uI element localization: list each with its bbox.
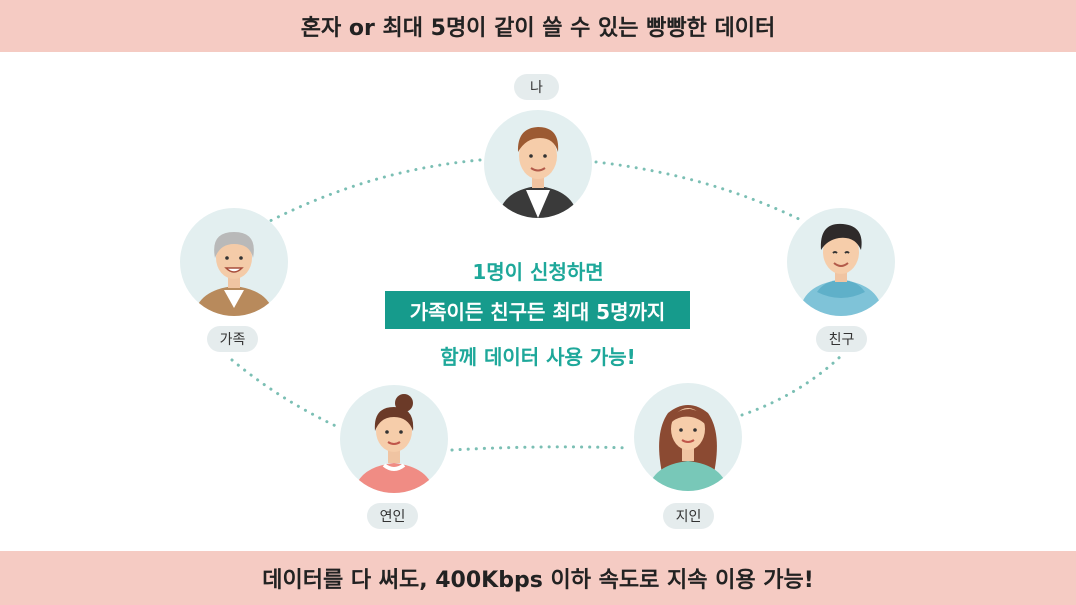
header-title: 혼자 or 최대 5명이 같이 쓸 수 있는 빵빵한 데이터 xyxy=(300,16,776,41)
label-friend: 친구 xyxy=(816,326,867,352)
center-line-1: 1명이 신청하면 xyxy=(472,260,604,284)
center-line-2: 가족이든 친구든 최대 5명까지 xyxy=(409,299,666,324)
connector-acquaintance-friend xyxy=(740,353,844,417)
avatar-partner xyxy=(340,385,448,493)
center-highlight: 가족이든 친구든 최대 5명까지 xyxy=(385,291,690,329)
connector-partner-acquaintance xyxy=(450,445,632,452)
label-me: 나 xyxy=(514,74,559,100)
avatar-family xyxy=(180,208,288,316)
avatar-friend xyxy=(787,208,895,316)
footer-text: 데이터를 다 써도, 400Kbps 이하 속도로 지속 이용 가능! xyxy=(262,568,814,593)
connector-family-partner xyxy=(230,358,342,430)
center-line-3: 함께 데이터 사용 가능! xyxy=(440,345,636,369)
footer-banner: 데이터를 다 써도, 400Kbps 이하 속도로 지속 이용 가능! xyxy=(0,551,1076,605)
label-partner: 연인 xyxy=(367,503,418,529)
avatar-acquaintance xyxy=(634,383,742,491)
connector-me-friend xyxy=(594,160,807,224)
connector-me-family xyxy=(266,158,482,224)
header-banner: 혼자 or 최대 5명이 같이 쓸 수 있는 빵빵한 데이터 xyxy=(0,0,1076,52)
avatar-me xyxy=(484,110,592,218)
label-family: 가족 xyxy=(207,326,258,352)
label-acquaintance: 지인 xyxy=(663,503,714,529)
